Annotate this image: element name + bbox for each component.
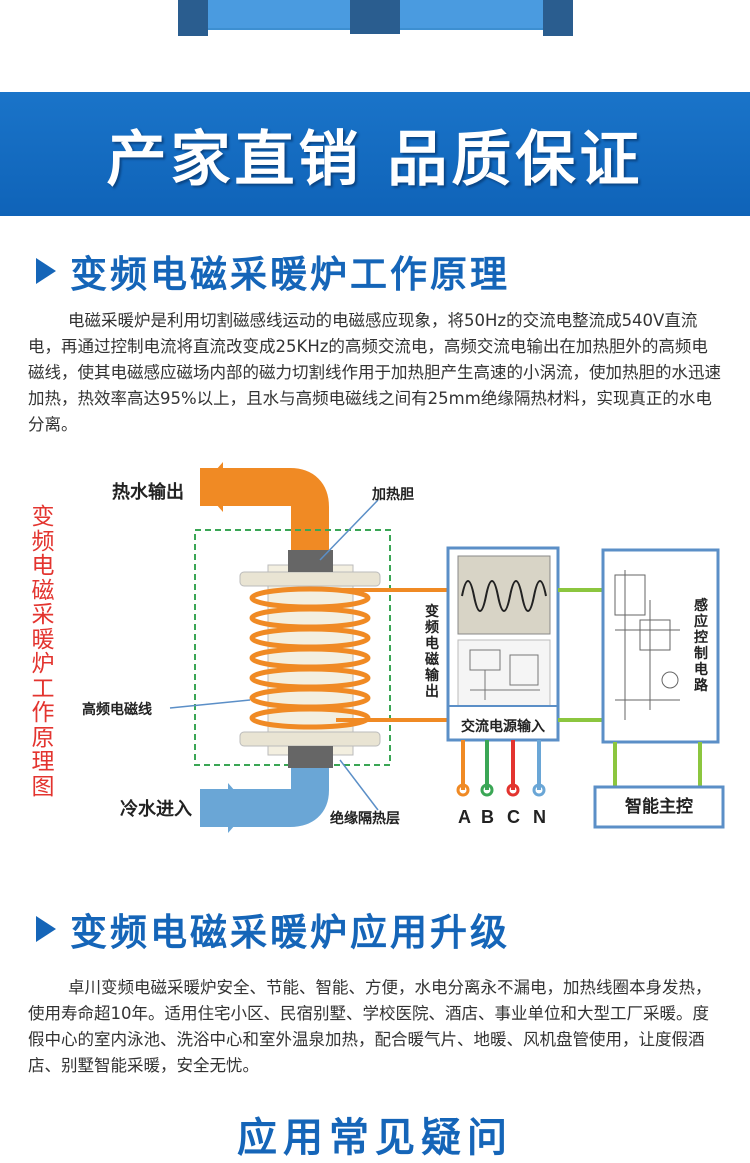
coil-label: 高频电磁线 xyxy=(82,701,152,717)
cold-water-arrow-icon xyxy=(205,783,250,833)
svg-text:感应控制电路: 感应控制电路 xyxy=(694,597,709,693)
product-image-strip xyxy=(0,0,750,90)
tank-top-flange xyxy=(239,571,381,587)
sine-wave xyxy=(461,580,547,612)
svg-text:变频电磁输出: 变频电磁输出 xyxy=(425,603,440,699)
hot-water-label: 热水输出 xyxy=(112,481,184,502)
section-title-text: 变频电磁采暖炉工作原理 xyxy=(70,253,510,296)
heating-tank-leader xyxy=(319,499,379,561)
oscilloscope-screen xyxy=(457,555,551,635)
induction-control-label: 感应控制电路 xyxy=(694,597,709,693)
main-control-label: 智能主控 xyxy=(625,796,693,816)
tank-bottom-cap xyxy=(288,746,333,768)
ac-input-label: 交流电源输入 xyxy=(461,718,545,734)
phase-a-label: A xyxy=(458,807,471,827)
section-title-upgrade: 变频电磁采暖炉应用升级 xyxy=(36,902,510,956)
triangle-icon xyxy=(36,258,56,284)
hf-coil xyxy=(249,586,371,730)
diagram-vertical-label: 变频电磁采暖炉工作原理图 xyxy=(31,504,55,800)
upgrade-text: 卓川变频电磁采暖炉安全、节能、智能、方便，水电分离永不漏电，加热线圈本身发热，使… xyxy=(28,978,712,1075)
principle-text: 电磁采暖炉是利用切割磁感线运动的电磁感应现象，将50Hz的交流电整流成540V直… xyxy=(28,311,721,434)
inverter-output-label: 变频电磁输出 xyxy=(425,603,440,699)
control-circuit-image xyxy=(614,570,680,720)
insulation-label: 绝缘隔热层 xyxy=(330,810,400,826)
insulation-leader xyxy=(339,759,379,811)
banner-text: 产家直销 品质保证 xyxy=(106,124,644,195)
working-principle-diagram: 热水输出 冷水进入 加热胆 高频电磁线 绝缘隔热层 交流电源输入 智能主控 变频… xyxy=(82,462,725,833)
phase-c-label: C xyxy=(507,807,520,827)
insulation-dashed-box xyxy=(194,529,391,766)
faq-title: 应用常见疑问 xyxy=(237,1115,513,1161)
phase-b-label: B xyxy=(481,807,494,827)
tank-bottom-flange xyxy=(239,731,381,747)
triangle-icon xyxy=(36,916,56,942)
cold-water-label: 冷水进入 xyxy=(120,798,192,819)
upgrade-paragraph: 卓川变频电磁采暖炉安全、节能、智能、方便，水电分离永不漏电，加热线圈本身发热，使… xyxy=(28,975,722,1079)
heating-tank-label: 加热胆 xyxy=(371,486,414,502)
inverter-circuit-image xyxy=(457,639,551,707)
product-base-image xyxy=(178,0,573,36)
section-title-text: 变频电磁采暖炉应用升级 xyxy=(70,911,510,954)
cold-water-pipe xyxy=(200,745,329,827)
section-title-principle: 变频电磁采暖炉工作原理 xyxy=(36,244,510,298)
phase-n-label: N xyxy=(533,807,546,827)
hot-water-arrow-icon xyxy=(201,462,246,512)
principle-paragraph: 电磁采暖炉是利用切割磁感线运动的电磁感应现象，将50Hz的交流电整流成540V直… xyxy=(28,308,722,438)
hot-water-pipe xyxy=(200,468,329,570)
induction-control-box xyxy=(601,548,720,744)
tank-top-cap xyxy=(288,550,333,572)
coil-leader xyxy=(169,699,251,709)
promo-banner: 产家直销 品质保证 xyxy=(0,92,750,216)
main-control-box xyxy=(593,785,725,829)
